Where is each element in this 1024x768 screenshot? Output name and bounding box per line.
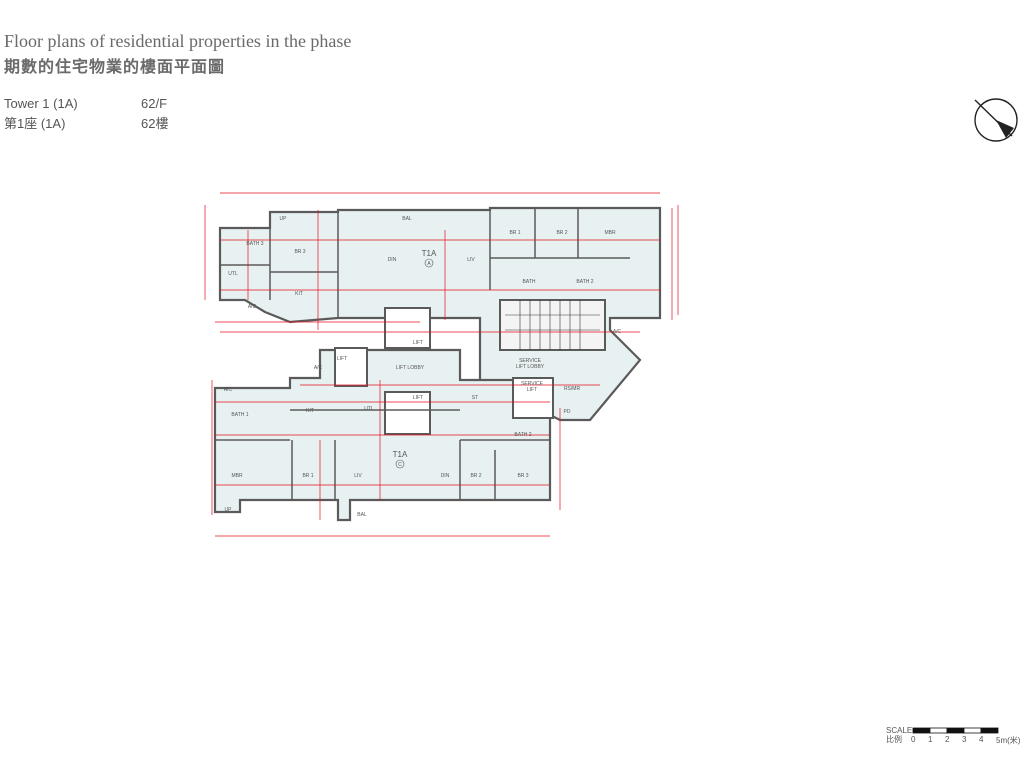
room-label: BR 2 [470, 473, 481, 479]
room-label: BATH 2 [514, 432, 531, 438]
room-label: SERVICE [521, 381, 544, 387]
tower-label-zh: 第1座 (1A) [4, 116, 66, 131]
room-label: LIFT LOBBY [516, 364, 545, 370]
room-label: UP [225, 507, 233, 513]
room-label: LIV [354, 473, 362, 479]
room-label: BR 1 [302, 473, 313, 479]
room-label: LIFT LOBBY [396, 365, 425, 371]
room-label: BAL [402, 216, 412, 222]
room-label: BR 2 [556, 230, 567, 236]
room-label: LIFT [413, 340, 423, 346]
room-label: UTL [364, 406, 374, 412]
svg-text:C: C [398, 462, 402, 468]
room-label: LIFT [337, 356, 347, 362]
room-label: KIT [306, 408, 314, 414]
scale-tick: 1 [928, 735, 933, 744]
room-label: SERVICE [519, 358, 542, 364]
scale-tick: 0 [911, 735, 916, 744]
room-label: UTL [228, 271, 238, 277]
tower-label-en: Tower 1 (1A) [4, 96, 78, 111]
room-label: A/C [314, 365, 323, 371]
room-label: ST [472, 395, 478, 401]
room-label: UP [280, 216, 288, 222]
room-label: BATH 3 [246, 241, 263, 247]
floor-label-en: 62/F [141, 96, 168, 111]
svg-text:A: A [427, 261, 431, 267]
scale-tick: 2 [945, 735, 950, 744]
scale-label-en: SCALE [886, 726, 913, 735]
room-label: DIN [441, 473, 450, 479]
svg-text:T1A: T1A [393, 450, 408, 459]
room-label: BAL [357, 512, 367, 518]
room-label: RS/MR [564, 386, 581, 392]
scale-tick: 4 [979, 735, 984, 744]
scale-label-zh: 比例 [886, 735, 902, 744]
page-title-en: Floor plans of residential properties in… [4, 31, 352, 51]
scale-bar [912, 727, 999, 734]
svg-text:T1A: T1A [422, 249, 437, 258]
room-labels: UP BAL BR 1 BR 2 MBR BATH 3 BR 3 DIN LIV… [224, 216, 622, 518]
room-label: BR 3 [294, 249, 305, 255]
unit-marker-c: T1A C [393, 450, 408, 469]
room-label: MBR [604, 230, 616, 236]
room-label: LIV [467, 257, 475, 263]
floor-slabs [213, 206, 662, 522]
room-label: LIFT [527, 387, 537, 393]
room-label: DIN [388, 257, 397, 263]
room-label: LIFT [413, 395, 423, 401]
room-label: A/C [613, 329, 622, 335]
scale-tick: 3 [962, 735, 967, 744]
north-arrow-icon [974, 98, 1018, 142]
scale-tick: 5m(米) [996, 736, 1021, 745]
room-label: BATH [523, 279, 536, 285]
room-label: BR 1 [509, 230, 520, 236]
room-label: BATH 2 [576, 279, 593, 285]
room-label: BATH 1 [231, 412, 248, 418]
interior-walls [215, 208, 630, 500]
dimension-lines [204, 192, 679, 537]
floor-label-zh: 62樓 [141, 116, 169, 131]
room-label: MBR [231, 473, 243, 479]
room-label: KIT [295, 291, 303, 297]
unit-marker-a: T1A A [422, 249, 437, 268]
stair [505, 300, 600, 350]
page-title-zh: 期數的住宅物業的樓面平面圖 [4, 57, 226, 76]
room-label: BR 3 [517, 473, 528, 479]
room-label: A/C [224, 387, 233, 393]
room-label: PD [564, 409, 571, 415]
room-label: A/C [248, 304, 257, 310]
